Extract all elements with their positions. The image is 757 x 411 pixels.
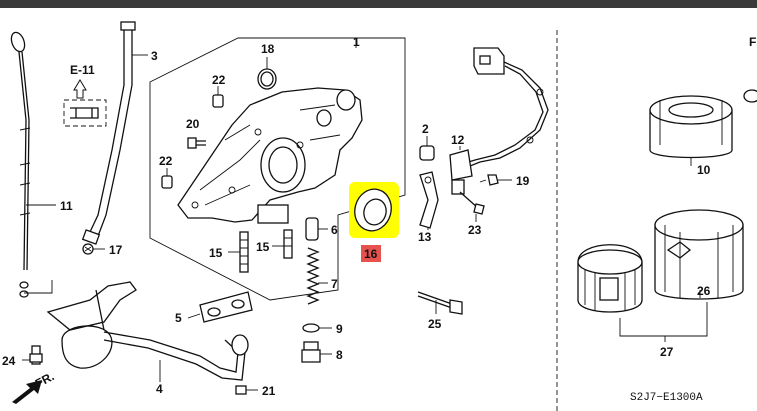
callout-19: 19	[516, 174, 530, 188]
callout-27: 27	[660, 345, 674, 359]
sealing-bolt-8[interactable]	[301, 341, 321, 363]
callout-9: 9	[336, 322, 343, 336]
callout-13: 13	[418, 230, 432, 244]
cap-2[interactable]	[419, 145, 435, 161]
callout-8: 8	[336, 348, 343, 362]
callout-7: 7	[331, 277, 338, 291]
oil-filter-10[interactable]	[649, 95, 733, 159]
callout-23: 23	[468, 223, 482, 237]
callout-1: 1	[353, 35, 360, 49]
connector-harness[interactable]	[461, 47, 549, 169]
callout-5: 5	[175, 311, 182, 325]
callout-20: 20	[186, 117, 200, 131]
dowel-pin-22-upper[interactable]	[212, 94, 224, 108]
oil-seal-16[interactable]	[350, 185, 396, 235]
bolt-19[interactable]	[479, 174, 499, 186]
bolt-20[interactable]	[187, 137, 206, 149]
callout-6: 6	[331, 223, 338, 237]
callout-12: 12	[451, 133, 465, 147]
callout-25: 25	[428, 317, 442, 331]
callout-22-lower: 22	[159, 154, 173, 168]
washer-9[interactable]	[302, 323, 320, 333]
bracket-13[interactable]	[419, 171, 439, 229]
callout-27-bracket	[619, 302, 708, 337]
callout-11: 11	[60, 199, 73, 213]
gasket-5[interactable]	[199, 291, 253, 323]
oil-filter-26[interactable]	[654, 209, 744, 300]
corner-letter: F	[749, 35, 756, 49]
callout-21: 21	[262, 384, 276, 398]
front-direction-arrow: FR.	[12, 369, 56, 404]
section-ref-label: E-11	[70, 63, 95, 77]
callout-4: 4	[156, 382, 163, 396]
dowel-pin-22-lower[interactable]	[161, 175, 173, 189]
diagram-reference-code: S2J7−E1300A	[630, 392, 703, 404]
stud-15-left[interactable]	[239, 231, 249, 273]
callout-15-left: 15	[209, 246, 223, 260]
callout-26: 26	[697, 284, 711, 298]
dipstick[interactable]	[9, 31, 31, 298]
callout-16-box	[361, 245, 381, 262]
bolt-21[interactable]	[235, 385, 247, 395]
relief-spring-7[interactable]	[306, 247, 320, 305]
oil-pump-assembly-boundary	[149, 37, 406, 301]
dipstick-tube[interactable]	[81, 21, 136, 245]
oil-strainer-4[interactable]	[46, 281, 249, 381]
section-reference-e11[interactable]: E-11	[63, 63, 107, 127]
callout-10: 10	[697, 163, 711, 177]
bolt-24[interactable]	[29, 345, 43, 365]
sensor-12[interactable]	[449, 149, 473, 195]
callout-15-right: 15	[256, 240, 270, 254]
callout-3: 3	[151, 49, 158, 63]
callout-22-upper: 22	[212, 73, 226, 87]
oil-filter-housing[interactable]	[577, 244, 643, 313]
callout-18: 18	[261, 42, 275, 56]
top-title-bar	[0, 0, 757, 8]
oil-pump-body[interactable]	[177, 87, 363, 224]
callout-16: 16	[364, 247, 378, 261]
callout-17: 17	[109, 243, 123, 257]
bolt-25[interactable]	[417, 291, 463, 315]
stud-15-right[interactable]	[283, 229, 293, 259]
bolt-17[interactable]	[82, 243, 94, 255]
callout-2: 2	[422, 122, 429, 136]
relief-valve-6[interactable]	[305, 217, 319, 241]
corner-mark	[743, 89, 757, 103]
callout-24: 24	[2, 354, 16, 368]
bolt-23[interactable]	[459, 191, 485, 215]
